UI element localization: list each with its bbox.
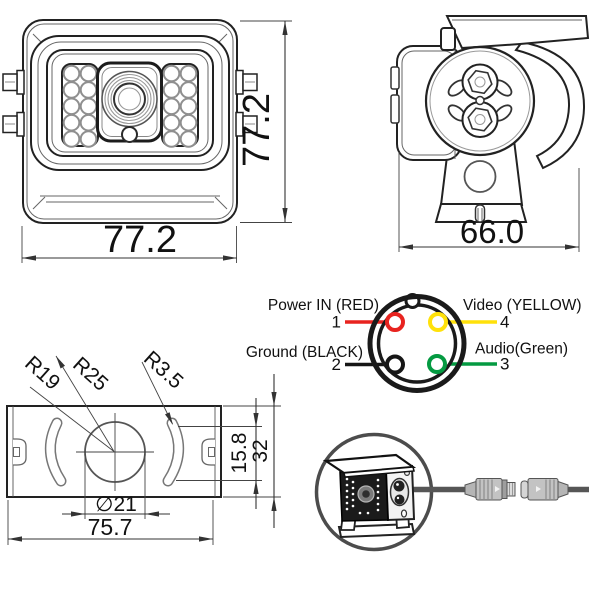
bracket-bottom-view-drawing: R19 R25 R3.5 ∅21 75.7 15.8 <box>6 347 281 545</box>
bracket-pivot <box>424 45 536 157</box>
front-view-drawing: 77.2 77.2 <box>2 19 292 263</box>
pin-number-1: 1 <box>332 313 341 332</box>
pin-1-power <box>385 312 405 332</box>
bracket-width-value: 75.7 <box>88 514 133 540</box>
pin-number-3: 3 <box>500 355 509 374</box>
male-connector <box>464 478 516 501</box>
female-connector <box>520 478 569 501</box>
front-height-dimension: 77.2 <box>236 20 292 223</box>
pin-3-audio <box>427 354 447 374</box>
connector-pinout-diagram: 1 4 2 3 Power IN (RED) Video (YELLOW) Gr… <box>246 293 582 393</box>
hole-diameter-dimension: ∅21 <box>62 454 170 519</box>
sun-shade-hood <box>445 15 590 50</box>
hole-diameter-value: ∅21 <box>95 493 137 516</box>
audio-label: Audio(Green) <box>475 341 568 358</box>
bracket-height-value: 32 <box>249 439 272 462</box>
pin-number-4: 4 <box>500 313 509 332</box>
alignment-arrow-icon <box>495 486 500 492</box>
ir-leds <box>62 64 198 148</box>
pin-number-2: 2 <box>332 355 341 374</box>
video-label: Video (YELLOW) <box>463 297 582 314</box>
pin-2-ground <box>385 354 405 375</box>
side-view-drawing: 66.0 <box>390 15 590 252</box>
front-height-value: 77.2 <box>236 93 278 167</box>
hex-bolt-bottom <box>467 107 493 132</box>
bracket-hole <box>463 160 497 193</box>
light-sensor-dome <box>121 126 138 143</box>
ground-label: Ground (BLACK) <box>246 344 363 361</box>
side-width-dimension: 66.0 <box>398 152 580 252</box>
pin-4-video <box>428 312 448 332</box>
radius-r25-label: R25 <box>68 353 112 396</box>
side-screws <box>2 69 258 137</box>
radius-r35-label: R3.5 <box>139 347 187 394</box>
connector-outer-ring <box>367 294 467 393</box>
bracket-height-dimensions: 15.8 32 <box>176 374 281 528</box>
camera-lens <box>96 61 163 143</box>
bracket-width-dimension: 75.7 <box>7 500 214 545</box>
side-width-value: 66.0 <box>460 213 524 250</box>
camera-kit-illustration <box>314 432 589 552</box>
front-width-dimension: 77.2 <box>21 219 237 263</box>
slot-height-value: 15.8 <box>228 433 251 474</box>
power-label: Power IN (RED) <box>268 297 379 314</box>
alignment-arrow-icon <box>536 486 541 492</box>
camera-3d-illustration <box>322 453 417 539</box>
front-width-value: 77.2 <box>103 219 177 261</box>
hex-bolt-top <box>467 69 493 95</box>
